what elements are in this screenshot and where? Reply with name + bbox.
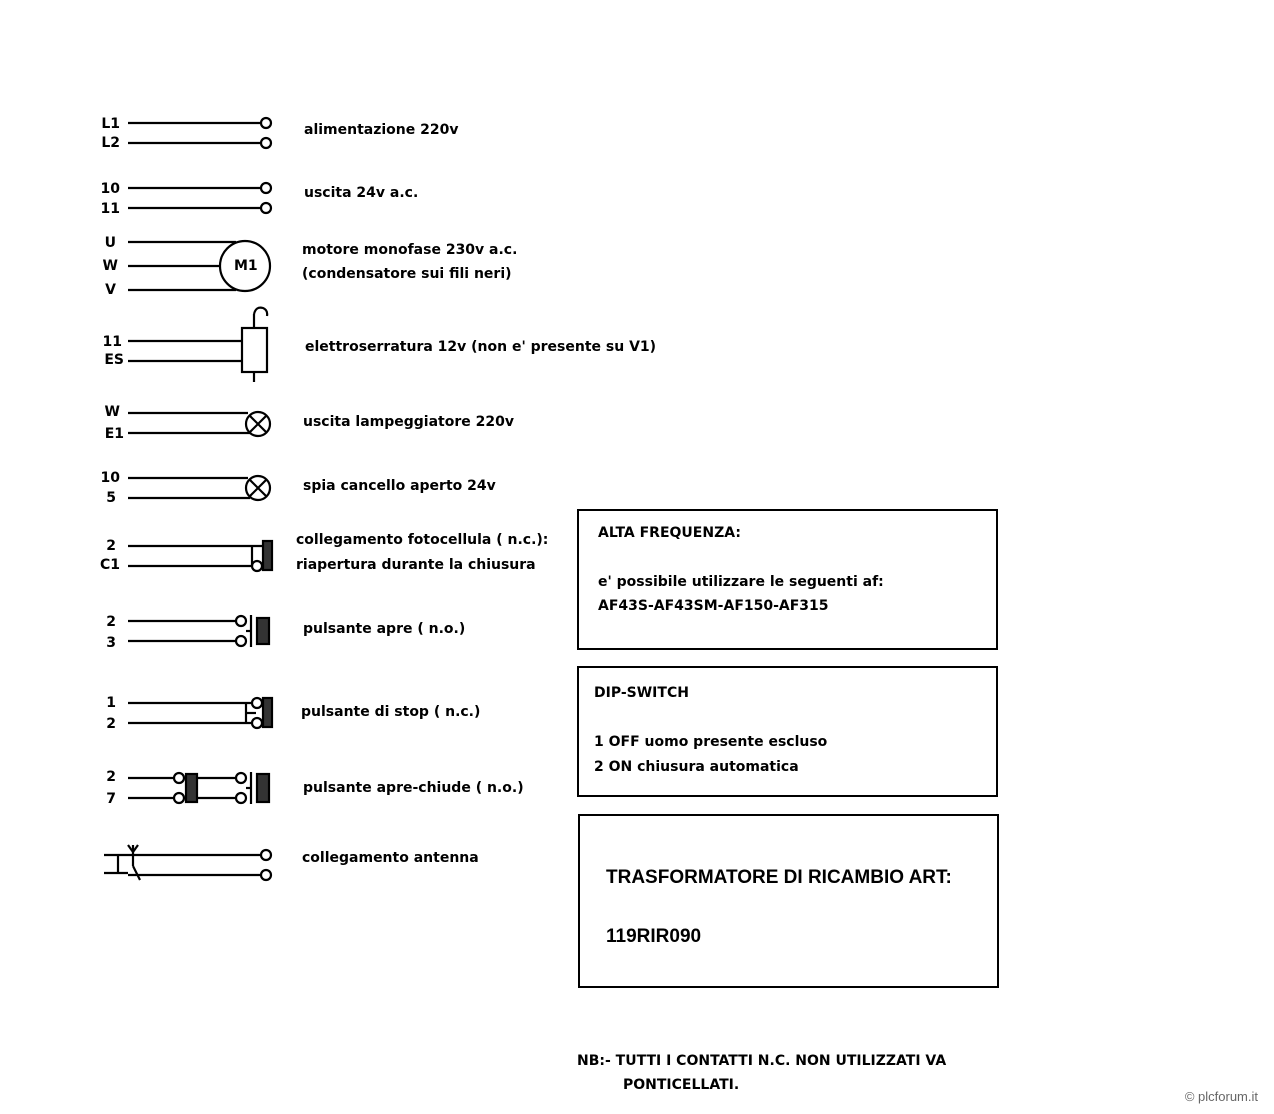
row-label-open-button: pulsante apre ( n.o.) <box>303 621 466 637</box>
terminal-label: U <box>104 235 116 251</box>
terminal-label: 10 <box>100 470 120 486</box>
alta-frequenza-title: ALTA FREQUENZA: <box>598 525 741 541</box>
terminal-label: 2 <box>106 716 116 732</box>
terminal-label: 2 <box>106 538 116 554</box>
terminal-label: 11 <box>100 201 120 217</box>
transformer-title: TRASFORMATORE DI RICAMBIO ART: <box>606 867 952 888</box>
electric-lock-symbol <box>128 306 269 382</box>
dip-switch-title: DIP-SWITCH <box>594 685 689 701</box>
row-label-stop-button: pulsante di stop ( n.c.) <box>301 704 481 720</box>
alta-frequenza-models: AF43S-AF43SM-AF150-AF315 <box>598 598 829 614</box>
indicator-lamp-symbol <box>128 474 272 502</box>
terminal-label: V <box>105 282 116 298</box>
note-line2: PONTICELLATI. <box>623 1077 740 1093</box>
row-label-photocell-note: riapertura durante la chiusura <box>296 557 536 573</box>
terminal-label: E1 <box>104 426 124 442</box>
open-button-symbol <box>128 614 271 648</box>
transformer-box: TRASFORMATORE DI RICAMBIO ART: 119RIR090 <box>578 814 999 988</box>
note-line1: NB:- TUTTI I CONTATTI N.C. NON UTILIZZAT… <box>577 1054 947 1068</box>
photocell-contact-symbol <box>128 539 274 573</box>
row-label-open-close-button: pulsante apre-chiude ( n.o.) <box>303 780 524 796</box>
terminal-label: L2 <box>101 135 120 151</box>
row-label-24v-output: uscita 24v a.c. <box>304 185 419 201</box>
terminal-label: 10 <box>100 181 120 197</box>
terminal-label: ES <box>104 352 124 368</box>
terminal-label: 7 <box>106 791 116 807</box>
row-label-antenna: collegamento antenna <box>302 850 479 866</box>
terminal-label: W <box>102 258 118 274</box>
flasher-lamp-symbol <box>128 410 272 438</box>
dip-switch-line1: 1 OFF uomo presente escluso <box>594 734 828 750</box>
transformer-code: 119RIR090 <box>606 926 702 947</box>
terminal-label: 2 <box>106 769 116 785</box>
terminal-label: 2 <box>106 614 116 630</box>
output-24v-terminals-symbol <box>128 181 273 215</box>
terminal-label: 1 <box>106 695 116 711</box>
open-close-button-symbol <box>128 771 271 805</box>
row-label-motor: motore monofase 230v a.c. <box>302 242 518 258</box>
alta-frequenza-box: ALTA FREQUENZA: e' possibile utilizzare … <box>577 509 998 650</box>
terminal-label: C1 <box>99 557 120 573</box>
terminal-label: L1 <box>101 116 120 132</box>
alta-frequenza-line1: e' possibile utilizzare le seguenti af: <box>598 574 884 590</box>
dip-switch-line2: 2 ON chiusura automatica <box>594 759 799 775</box>
motor-symbol <box>128 239 272 293</box>
terminal-label: 5 <box>106 490 116 506</box>
antenna-symbol <box>104 844 273 882</box>
watermark: © plcforum.it <box>1184 1089 1258 1104</box>
row-label-electric-lock: elettroserratura 12v (non e' presente su… <box>305 339 657 355</box>
stop-button-symbol <box>128 696 274 730</box>
row-label-photocell: collegamento fotocellula ( n.c.): <box>296 532 549 548</box>
power-terminals-symbol <box>128 116 273 150</box>
row-label-power: alimentazione 220v <box>304 122 459 138</box>
row-label-motor-note: (condensatore sui fili neri) <box>302 266 512 282</box>
row-label-indicator: spia cancello aperto 24v <box>303 478 496 494</box>
terminal-label: W <box>104 404 120 420</box>
terminal-label: 11 <box>102 334 122 350</box>
dip-switch-box: DIP-SWITCH 1 OFF uomo presente escluso 2… <box>577 666 998 797</box>
row-label-flasher: uscita lampeggiatore 220v <box>303 414 514 430</box>
terminal-label: 3 <box>106 635 116 651</box>
motor-symbol-label: M1 <box>234 258 258 274</box>
